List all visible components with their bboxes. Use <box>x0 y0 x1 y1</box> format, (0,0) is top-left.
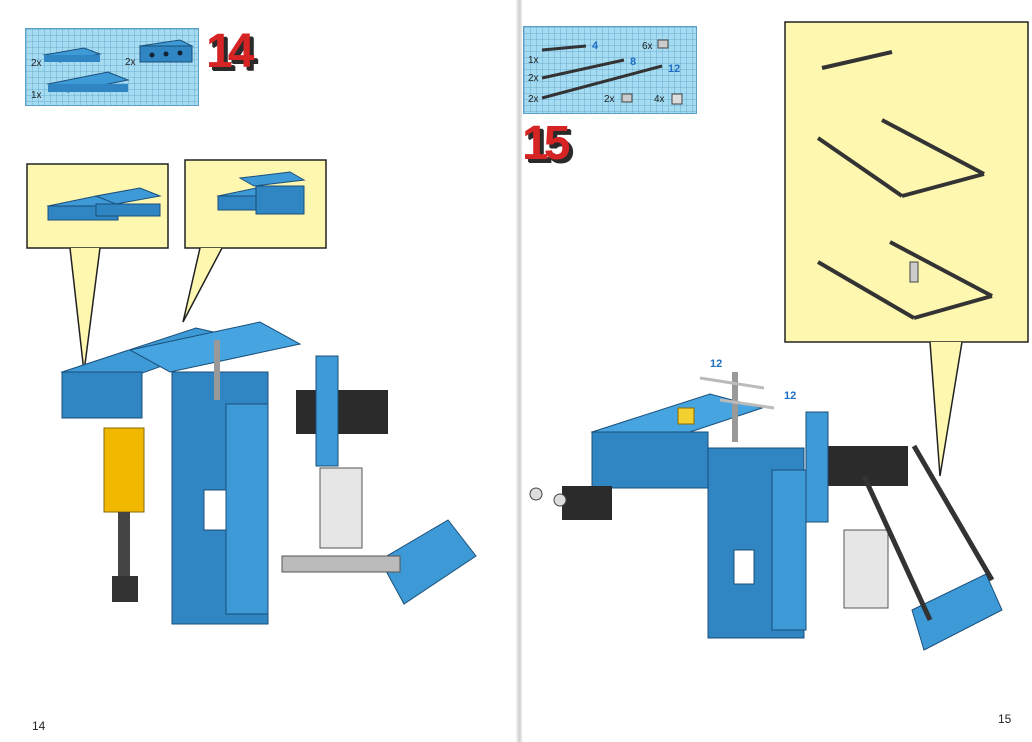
right-illustration <box>529 21 1029 651</box>
part-qty: 2x <box>31 58 42 69</box>
model-axle-label: 12 <box>784 390 797 402</box>
model-illustration <box>60 321 477 625</box>
callout-box <box>26 163 169 373</box>
axle-length: 12 <box>668 63 681 75</box>
part-qty: 2x <box>125 57 136 68</box>
step-number: 14 <box>206 25 254 78</box>
axle-length: 8 <box>630 56 637 68</box>
callout-box <box>784 21 1029 477</box>
bush-part-icon <box>621 93 633 103</box>
part-qty: 2x <box>604 94 615 105</box>
axle-part-icon <box>541 58 625 80</box>
model-illustration <box>529 372 1003 651</box>
axle-part-icon <box>541 64 663 100</box>
page-number: 15 <box>998 712 1012 726</box>
model-axle-label: 12 <box>710 358 723 370</box>
part-qty: 6x <box>642 41 653 52</box>
axle-length: 4 <box>592 40 599 52</box>
left-illustration <box>26 39 477 625</box>
part-qty: 4x <box>654 94 665 105</box>
step-number: 15 <box>522 117 570 170</box>
plate-part-icon <box>46 71 130 93</box>
part-qty: 1x <box>528 55 539 66</box>
part-qty: 2x <box>528 73 539 84</box>
callout-box <box>182 159 327 323</box>
page-gutter <box>516 0 524 742</box>
plate-part-icon <box>42 47 102 63</box>
parts-list-box <box>523 26 697 114</box>
right-page: 1x 4 2x 8 2x 12 6x 2x 4x 15 1 4 2 8 8 3 … <box>522 0 1032 742</box>
connector-part-icon <box>671 93 683 105</box>
brick-part-icon <box>138 39 194 63</box>
bush-part-icon <box>657 39 669 49</box>
axle-part-icon <box>541 44 587 52</box>
part-qty: 2x <box>528 94 539 105</box>
left-page: 2x 2x 1x 14 <box>0 0 518 742</box>
page-number: 14 <box>32 719 46 733</box>
part-qty: 1x <box>31 90 42 101</box>
